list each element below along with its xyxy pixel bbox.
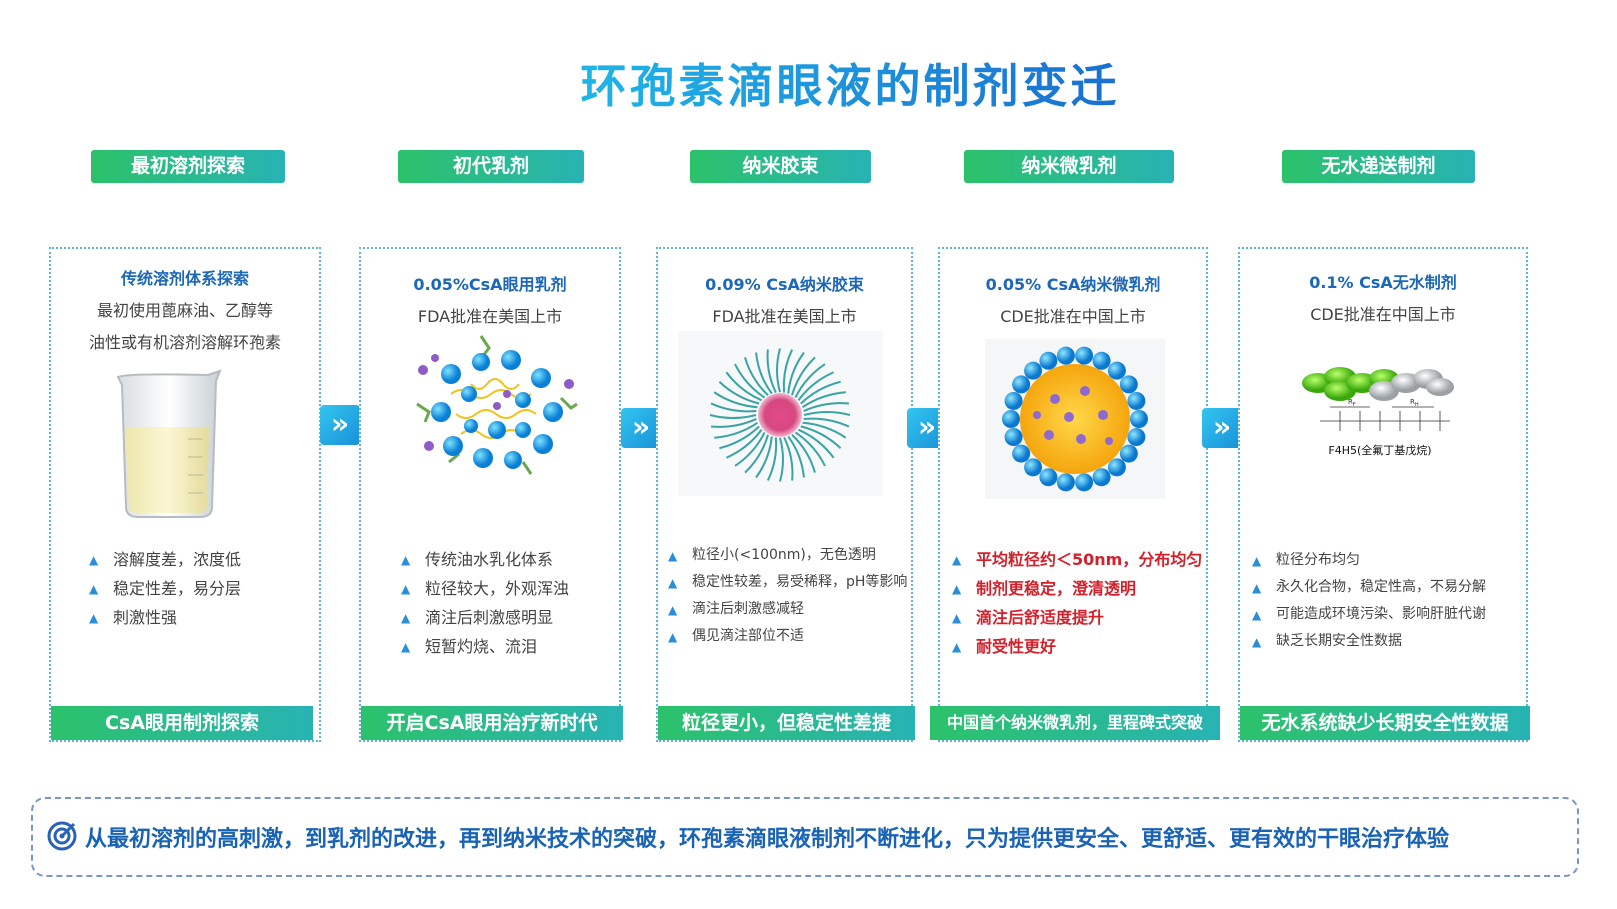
list-item: ▲缺乏长期安全性数据 (1252, 628, 1486, 655)
flask-bullet-icon: ▲ (952, 611, 962, 625)
flask-bullet-icon: ▲ (952, 640, 962, 654)
stage-card-3: 0.09% CsA纳米胶束 FDA批准在美国上市 ▲粒径小(<100nm)，无色… (656, 247, 915, 742)
flask-bullet-icon: ▲ (1252, 554, 1262, 568)
nanoemulsion-icon (985, 339, 1165, 499)
flask-bullet-icon: ▲ (668, 549, 678, 563)
page-title: 环孢素滴眼液的制剂变迁 (580, 59, 1120, 113)
flask-bullet-icon: ▲ (668, 630, 678, 644)
target-icon (47, 821, 77, 851)
micelle-icon (678, 331, 883, 496)
flask-bullet-icon: ▲ (401, 553, 411, 567)
molecule-label: F4H5(全氟丁基戊烷) (1328, 443, 1431, 457)
stage-card-4: 0.05% CsA纳米微乳剂 CDE批准在中国上市 ▲平均粒径约＜50nm，分布… (930, 247, 1220, 742)
card-subheading: FDA批准在美国上市 (417, 307, 563, 326)
flask-bullet-icon: ▲ (89, 611, 99, 625)
card-heading: 传统溶剂体系探索 (120, 269, 249, 288)
double-chevron-icon: » (320, 405, 360, 445)
card-footer: 开启CsA眼用治疗新时代 (361, 706, 623, 740)
list-item: ▲平均粒径约＜50nm，分布均匀 (952, 545, 1202, 574)
list-item: ▲偶见滴注部位不适 (668, 623, 907, 650)
list-item: ▲短暂灼烧、流泪 (401, 632, 569, 661)
beaker-icon (116, 369, 222, 518)
stage-tag-2: 初代乳剂 (398, 150, 584, 183)
card-bullet-list: ▲溶解度差，浓度低 ▲稳定性差，易分层 ▲刺激性强 (89, 545, 241, 632)
list-item: ▲耐受性更好 (952, 632, 1202, 661)
list-item: ▲滴注后舒适度提升 (952, 603, 1202, 632)
card-footer: 中国首个纳米微乳剂，里程碑式突破 (930, 706, 1220, 740)
stage-card-2: 0.05%CsA眼用乳剂 FDA批准在美国上市 ▲传统油水乳化体系 ▲粒径较大，… (359, 247, 623, 742)
card-bullet-list: ▲传统油水乳化体系 ▲粒径较大，外观浑浊 ▲滴注后刺激感明显 ▲短暂灼烧、流泪 (401, 545, 569, 661)
flask-bullet-icon: ▲ (401, 640, 411, 654)
list-item: ▲溶解度差，浓度低 (89, 545, 241, 574)
svg-text:RH: RH (1410, 398, 1419, 408)
card-subheading: CDE批准在中国上市 (1310, 305, 1456, 324)
flask-bullet-icon: ▲ (89, 553, 99, 567)
molecule-icon: RF RH F4H5(全氟丁基戊烷) (1302, 367, 1454, 457)
card-footer: 无水系统缺少长期安全性数据 (1240, 706, 1530, 740)
list-item: ▲粒径小(<100nm)，无色透明 (668, 542, 907, 569)
stage-tag-5: 无水递送制剂 (1282, 150, 1475, 183)
list-item: ▲粒径较大，外观浑浊 (401, 574, 569, 603)
summary-box: 从最初溶剂的高刺激，到乳剂的改进，再到纳米技术的突破，环孢素滴眼液制剂不断进化，… (31, 797, 1579, 877)
flask-bullet-icon: ▲ (668, 576, 678, 590)
stage-card-1: 传统溶剂体系探索 最初使用蓖麻油、乙醇等 油性或有机溶剂溶解环孢素 ▲溶解度差，… (49, 247, 321, 742)
list-item: ▲稳定性差，易分层 (89, 574, 241, 603)
list-item: ▲滴注后刺激感减轻 (668, 596, 907, 623)
card-subheading: CDE批准在中国上市 (1000, 307, 1146, 326)
emulsion-particle-icon (416, 335, 578, 475)
stage-tag-1: 最初溶剂探索 (91, 150, 285, 183)
list-item: ▲传统油水乳化体系 (401, 545, 569, 574)
double-chevron-icon: » (621, 408, 661, 448)
svg-text:RF: RF (1348, 398, 1356, 408)
stage-tag-4: 纳米微乳剂 (964, 150, 1174, 183)
card-heading: 0.09% CsA纳米胶束 (705, 275, 864, 294)
card-subheading: FDA批准在美国上市 (712, 307, 857, 326)
list-item: ▲可能造成环境污染、影响肝脏代谢 (1252, 601, 1486, 628)
flask-bullet-icon: ▲ (668, 603, 678, 617)
list-item: ▲永久化合物，稳定性高，不易分解 (1252, 574, 1486, 601)
flask-bullet-icon: ▲ (1252, 608, 1262, 622)
flask-bullet-icon: ▲ (952, 582, 962, 596)
card-bullet-list: ▲粒径分布均匀 ▲永久化合物，稳定性高，不易分解 ▲可能造成环境污染、影响肝脏代… (1252, 547, 1486, 655)
card-bullet-list: ▲粒径小(<100nm)，无色透明 ▲稳定性较差，易受稀释，pH等影响 ▲滴注后… (668, 542, 907, 650)
card-heading: 0.1% CsA无水制剂 (1309, 273, 1457, 292)
list-item: ▲滴注后刺激感明显 (401, 603, 569, 632)
flask-bullet-icon: ▲ (401, 611, 411, 625)
card-subheading: 油性或有机溶剂溶解环孢素 (88, 333, 281, 352)
flask-bullet-icon: ▲ (1252, 581, 1262, 595)
flask-bullet-icon: ▲ (401, 582, 411, 596)
list-item: ▲刺激性强 (89, 603, 241, 632)
list-item: ▲粒径分布均匀 (1252, 547, 1486, 574)
list-item: ▲稳定性较差，易受稀释，pH等影响 (668, 569, 907, 596)
summary-text: 从最初溶剂的高刺激，到乳剂的改进，再到纳米技术的突破，环孢素滴眼液制剂不断进化，… (85, 827, 1450, 852)
flask-bullet-icon: ▲ (1252, 635, 1262, 649)
card-footer: CsA眼用制剂探索 (51, 706, 313, 740)
card-bullet-list: ▲平均粒径约＜50nm，分布均匀 ▲制剂更稳定，澄清透明 ▲滴注后舒适度提升 ▲… (952, 545, 1202, 661)
card-subheading: 最初使用蓖麻油、乙醇等 (96, 301, 273, 320)
card-heading: 0.05%CsA眼用乳剂 (413, 275, 567, 294)
stage-tag-3: 纳米胶束 (690, 150, 871, 183)
card-footer: 粒径更小，但稳定性差捷 (658, 706, 915, 740)
flask-bullet-icon: ▲ (952, 553, 962, 567)
flask-bullet-icon: ▲ (89, 582, 99, 596)
stage-card-5: 0.1% CsA无水制剂 CDE批准在中国上市 RF RH F4H5(全氟丁基戊… (1238, 247, 1530, 742)
double-chevron-icon: » (1202, 408, 1242, 448)
list-item: ▲制剂更稳定，澄清透明 (952, 574, 1202, 603)
card-heading: 0.05% CsA纳米微乳剂 (985, 275, 1161, 294)
